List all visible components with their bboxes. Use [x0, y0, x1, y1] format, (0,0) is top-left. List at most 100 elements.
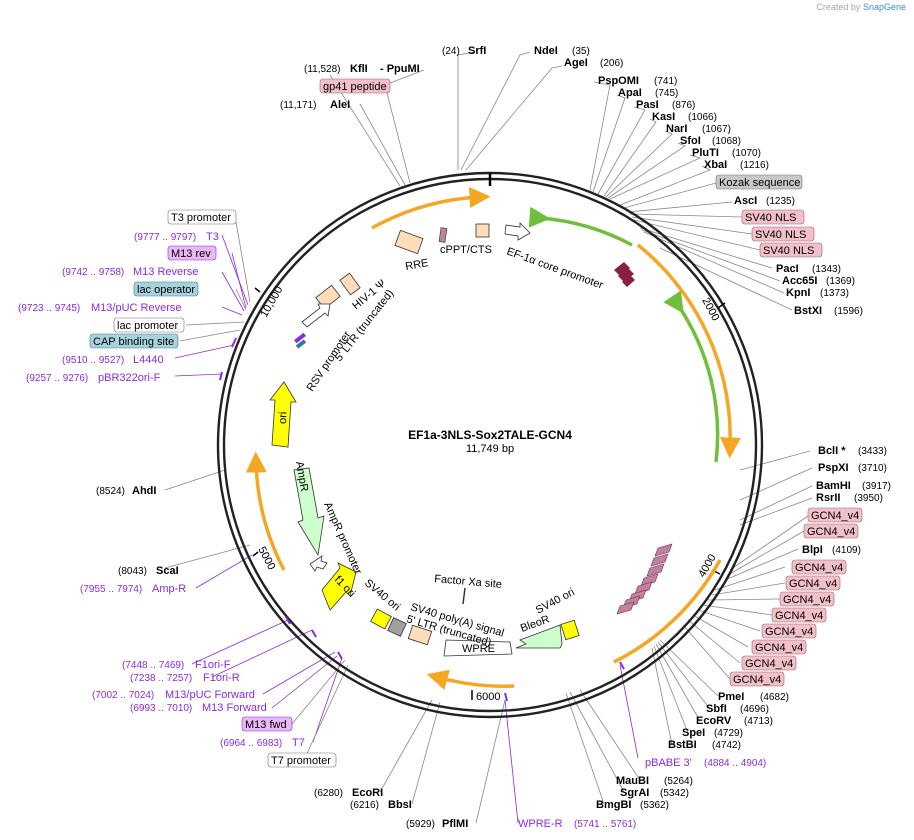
site-name-ecorv: EcoRV [696, 715, 732, 727]
site-pos-pluti: (1070) [732, 148, 761, 159]
site-name-pspomi: PspOMI [598, 75, 639, 87]
feature-label-sv40-ori-right: SV40 ori [534, 586, 577, 616]
site-name-ahdi: AhdI [132, 485, 156, 497]
primer-cluster-mark [294, 332, 306, 344]
box-nls-1 [741, 209, 805, 225]
site-name-srfi: SrfI [468, 45, 486, 57]
arc-right-green [663, 290, 720, 463]
primer-marks [219, 337, 625, 702]
site-name-bamhi: BamHI [816, 480, 851, 492]
feature-label-wpre: WPRE [462, 643, 495, 655]
site-pos-bbsi: (6216) [350, 800, 379, 811]
site-pos-asci: (1235) [766, 196, 795, 207]
box-gp41 [319, 78, 391, 94]
rre-feature [394, 229, 424, 255]
box-label-m13-rev: M13 rev [171, 248, 211, 260]
site-name-ndei: NdeI [534, 45, 558, 57]
box-gcn4-9 [741, 655, 797, 671]
gcn4-repeat-arrows [616, 543, 673, 615]
box-label-kozak: Kozak sequence [719, 177, 800, 189]
box-gcn4-1 [807, 507, 863, 523]
site-name-sfoi: SfoI [680, 135, 701, 147]
tick-label-2000: 2000 [699, 296, 721, 323]
primer-leader-lines [174, 234, 639, 824]
box-gcn4-10 [729, 671, 785, 687]
box-t3-promoter [167, 209, 237, 225]
box-label-gcn4-4: GCN4_v4 [789, 578, 837, 590]
primer-name-m13-forward: M13 Forward [202, 702, 267, 714]
box-gcn4-6 [771, 607, 827, 623]
box-label-lac-operator: lac operator [137, 284, 195, 296]
site-name-pasi: PasI [636, 99, 659, 111]
arc-bottom-orange [426, 669, 515, 690]
site-name-kasi: KasI [652, 111, 675, 123]
site-pos-rsrii: (3950) [854, 493, 883, 504]
box-gcn4-2 [803, 523, 859, 539]
box-m13-fwd [241, 716, 293, 732]
primer-pos-wpre-r: (5741 .. 5761) [574, 819, 636, 830]
sv40-ori-right-feature [560, 619, 580, 641]
cppt-cts-feature [475, 223, 490, 238]
box-lac-operator [133, 281, 199, 297]
site-name-apai: ApaI [618, 87, 642, 99]
box-m13-rev [167, 245, 217, 261]
site-name-nari: NarI [666, 123, 687, 135]
primer-name-m13-puc-reverse: M13/pUC Reverse [91, 302, 181, 314]
site-pos-kfli: (11,528) [304, 64, 341, 75]
sv40-polya-feature [387, 617, 407, 637]
primer-pos-f1ori-r: (7238 .. 7257) [130, 673, 192, 684]
site-name-sbfi: SbfI [706, 703, 727, 715]
site-pos-agei: (206) [600, 58, 623, 69]
site-name-maubi: MauBI [616, 775, 649, 787]
site-pos-apai: (745) [655, 88, 678, 99]
site-pos-blpi: (4109) [832, 545, 861, 556]
tick-2000 [717, 302, 726, 309]
arc-right-orange [636, 243, 741, 459]
box-label-gcn4-1: GCN4_v4 [811, 510, 859, 522]
site-name-pspxi: PspXI [818, 462, 849, 474]
plasmid-length: 11,749 bp [466, 443, 514, 455]
factor-xa-mark [462, 587, 466, 605]
feature-label-rre: RRE [404, 257, 429, 273]
primer-name-m13-puc-forward: M13/pUC Forward [165, 689, 255, 701]
site-name-xbai: XbaI [704, 159, 727, 171]
site-pos-acc65i: (1369) [826, 276, 855, 287]
primer-pos-t7: (6964 .. 6983) [220, 738, 282, 749]
box-label-nls-3: SV40 NLS [763, 245, 814, 257]
inner-features [269, 222, 580, 657]
primer-pos-t3: (9777 .. 9797) [134, 232, 196, 243]
site-pos-ndei: (35) [572, 46, 590, 57]
box-gcn4-7 [761, 623, 817, 639]
ltr5-bottom-feature [407, 624, 433, 646]
primer-name-f1ori-r: F1ori-R [203, 672, 240, 684]
site-pos-sfoi: (1068) [712, 136, 741, 147]
site-pos-pspxi: (3710) [858, 463, 887, 474]
box-t7-promoter [267, 752, 337, 768]
box-label-nls-2: SV40 NLS [755, 229, 806, 241]
primer-pos-m13-forward: (6993 .. 7010) [130, 703, 192, 714]
feature-label-ampr: AmpR [293, 460, 310, 492]
arc-top-orange [371, 187, 491, 230]
tick-5000 [252, 551, 259, 557]
box-gcn4-8 [751, 639, 807, 655]
hiv1-psi-feature [339, 272, 361, 296]
site-pos-bstbi: (4742) [712, 740, 741, 751]
site-name-pflmi: PflMI [442, 818, 468, 830]
arc-left-orange [245, 451, 286, 571]
plasmid-name: EF1a-3NLS-Sox2TALE-GCN4 [408, 428, 572, 442]
site-name-ppumi: - PpuMI [380, 63, 420, 75]
snapgene-credit: Created by SnapGene [816, 2, 906, 12]
site-name-ecori: EcoRI [352, 787, 383, 799]
site-pos-bstxi: (1596) [834, 306, 863, 317]
site-pos-sgrai: (5342) [660, 788, 689, 799]
site-pos-bamhi: (3917) [862, 481, 891, 492]
feature-label-cppt-cts: cPPT/CTS [440, 244, 492, 256]
sv40-ori-left-feature [370, 608, 392, 630]
primer-name-pbr322ori-f: pBR322ori-F [98, 372, 161, 384]
feature-label-sv40-ori-left: SV40 ori [362, 577, 402, 613]
site-pos-pmei: (4682) [760, 692, 789, 703]
credit-text: Created by [816, 2, 861, 12]
primer-pos-pbabe3: (4884 .. 4904) [704, 758, 766, 769]
box-label-t3-promoter: T3 promoter [171, 212, 231, 224]
site-name-asci: AscI [734, 195, 757, 207]
